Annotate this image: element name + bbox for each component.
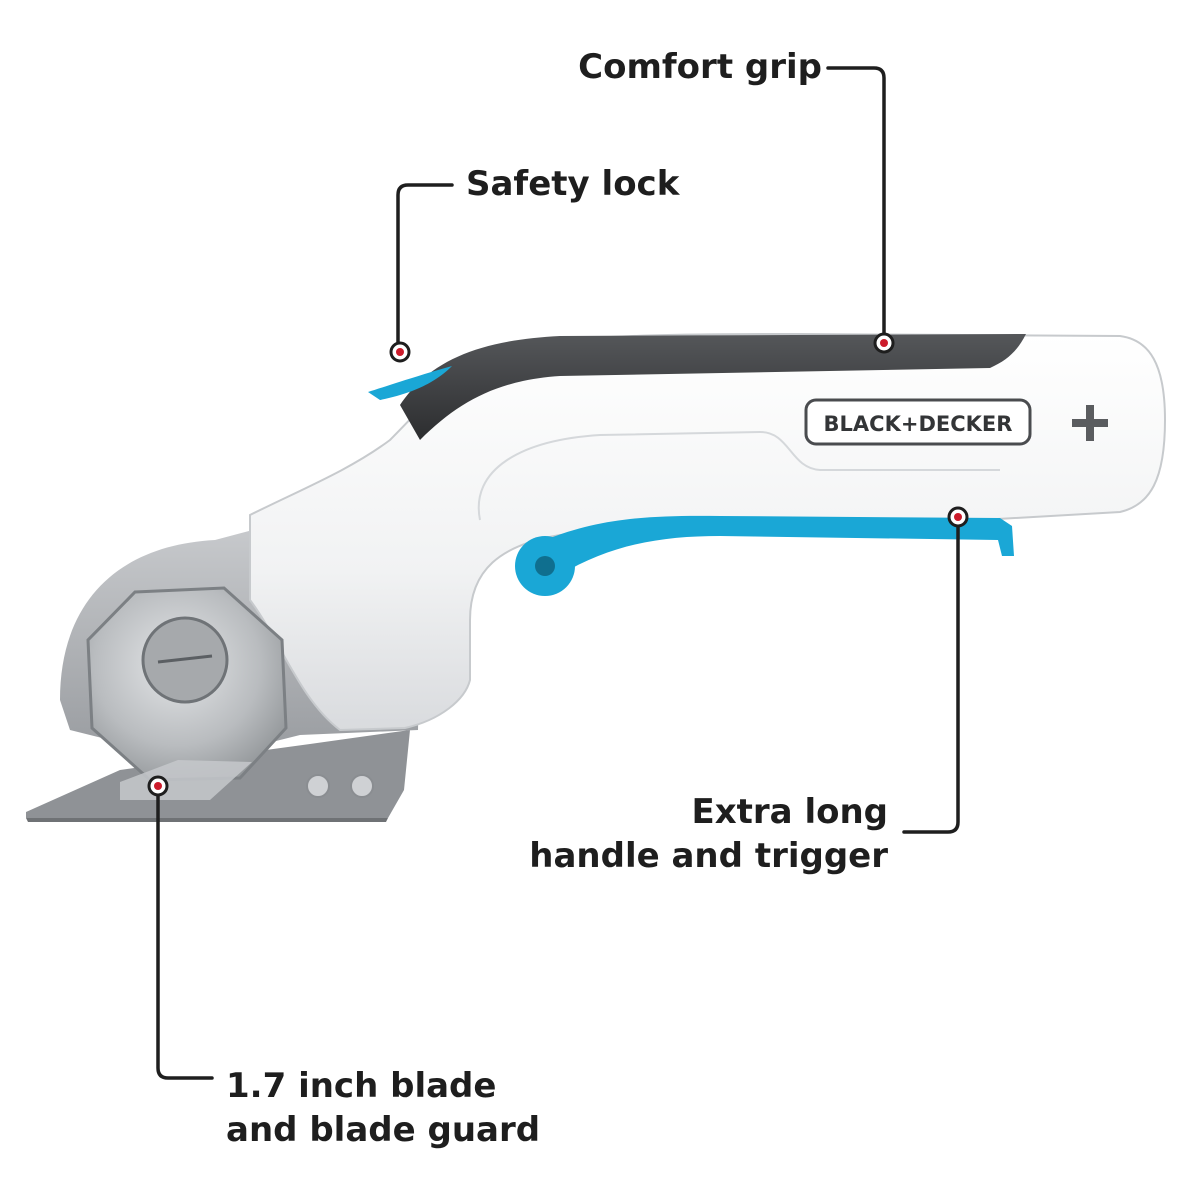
callout-safety-lock-text: Safety lock xyxy=(466,164,680,204)
callout-handle-trigger-line2: handle and trigger xyxy=(529,836,888,876)
leader-blade xyxy=(156,784,214,1080)
leader-handle-trigger xyxy=(902,515,960,834)
marker-blade xyxy=(147,775,169,797)
marker-handle-trigger xyxy=(947,506,969,528)
brand-badge: BLACK+DECKER xyxy=(804,398,1032,446)
leader-comfort-grip xyxy=(826,66,886,345)
marker-comfort-grip xyxy=(873,332,895,354)
trigger-lever xyxy=(545,515,1014,575)
callout-comfort-grip-text: Comfort grip xyxy=(578,47,822,87)
callout-comfort-grip: Comfort grip xyxy=(520,45,822,89)
callout-markers xyxy=(147,332,969,797)
screw xyxy=(350,774,374,798)
safety-lock-tab xyxy=(368,366,452,400)
callout-handle-trigger-line1: Extra long xyxy=(691,792,888,832)
body-contour xyxy=(477,430,1000,521)
blade-foot-edge xyxy=(26,818,388,822)
leader-safety-lock xyxy=(396,183,454,354)
comfort-grip-strip xyxy=(400,334,1026,440)
screw xyxy=(306,774,330,798)
callout-blade-line1: 1.7 inch blade xyxy=(226,1066,497,1106)
callout-safety-lock: Safety lock xyxy=(466,162,679,206)
cutter-tool: BLACK+DECKER xyxy=(26,332,1167,822)
marker-safety-lock xyxy=(389,341,411,363)
callout-handle-trigger: Extra long handle and trigger xyxy=(470,790,888,878)
callout-blade-line2: and blade guard xyxy=(226,1110,541,1150)
leader-lines xyxy=(156,66,960,1080)
plus-icon xyxy=(1072,405,1108,441)
trigger xyxy=(515,515,1014,596)
brand-logo-text: BLACK+DECKER xyxy=(824,412,1013,436)
callout-blade: 1.7 inch blade and blade guard xyxy=(226,1064,540,1152)
rotary-blade xyxy=(86,586,288,800)
